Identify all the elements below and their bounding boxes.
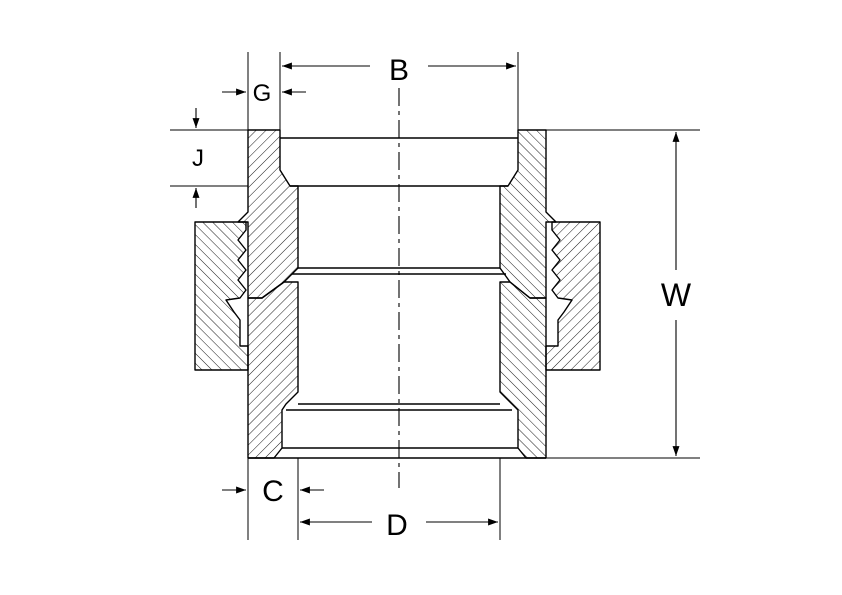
label-j: J bbox=[192, 145, 204, 172]
left-union-nut bbox=[194, 221, 249, 371]
extension-lines bbox=[170, 52, 700, 540]
label-c: C bbox=[262, 475, 284, 508]
right-union-nut bbox=[545, 221, 601, 371]
label-w: W bbox=[661, 277, 692, 313]
label-b: B bbox=[389, 54, 409, 87]
lower-left-wall bbox=[247, 281, 299, 459]
label-d: D bbox=[386, 509, 408, 542]
lower-right-wall bbox=[499, 281, 547, 459]
upper-left-wall bbox=[237, 129, 299, 299]
upper-right-wall bbox=[499, 129, 557, 299]
label-g: G bbox=[253, 80, 272, 107]
fitting-body bbox=[194, 129, 601, 459]
